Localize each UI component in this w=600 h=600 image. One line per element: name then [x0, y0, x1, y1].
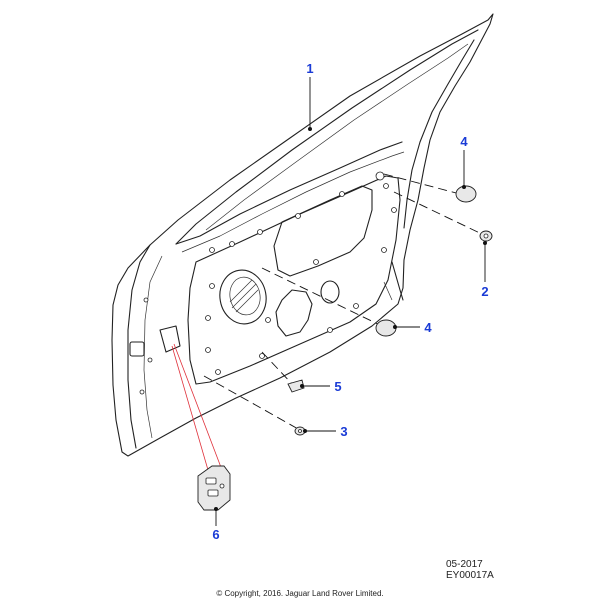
callout-3: 3 [340, 424, 347, 439]
plug-lower [375, 319, 397, 337]
plug-upper [455, 185, 477, 203]
drawing-number: EY00017A [446, 570, 494, 581]
copyright-notice: © Copyright, 2016. Jaguar Land Rover Lim… [216, 589, 383, 598]
callout-6: 6 [212, 527, 219, 542]
callout-leaders [214, 77, 487, 526]
callout-5: 5 [334, 379, 341, 394]
part-6-red-leaders [171, 343, 223, 471]
door-bracket [197, 465, 231, 511]
date-code: 05-2017 [446, 559, 483, 570]
clip-fastener [479, 230, 493, 242]
callout-4-lower: 4 [424, 320, 432, 335]
retainer-clip [287, 379, 305, 393]
callout-2: 2 [481, 284, 488, 299]
door-assembly [111, 13, 494, 457]
callout-4-upper: 4 [460, 134, 468, 149]
callout-1: 1 [306, 61, 313, 76]
assembly-lines [203, 173, 487, 431]
